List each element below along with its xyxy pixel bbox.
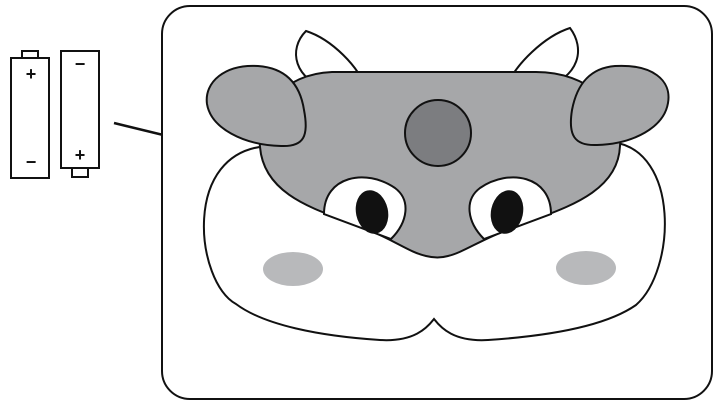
cow-face-icon <box>202 26 670 342</box>
battery-left-cap <box>21 50 39 59</box>
battery-right-bottom-terminal: + <box>75 145 86 165</box>
battery-left-body <box>10 57 50 179</box>
ear-right <box>569 64 670 147</box>
battery-left-top-terminal: + <box>26 64 37 84</box>
battery-right-cap <box>71 167 89 178</box>
battery-left: + − <box>10 50 50 179</box>
battery-left-bottom-terminal: − <box>26 152 37 172</box>
ear-left <box>205 64 307 148</box>
cheek-left <box>263 252 323 286</box>
battery-right: − + <box>60 50 100 178</box>
pupil-left <box>355 190 389 234</box>
forehead-button <box>404 99 472 167</box>
battery-right-top-terminal: − <box>75 54 86 74</box>
cheek-right <box>556 251 616 285</box>
pupil-right <box>490 190 524 234</box>
